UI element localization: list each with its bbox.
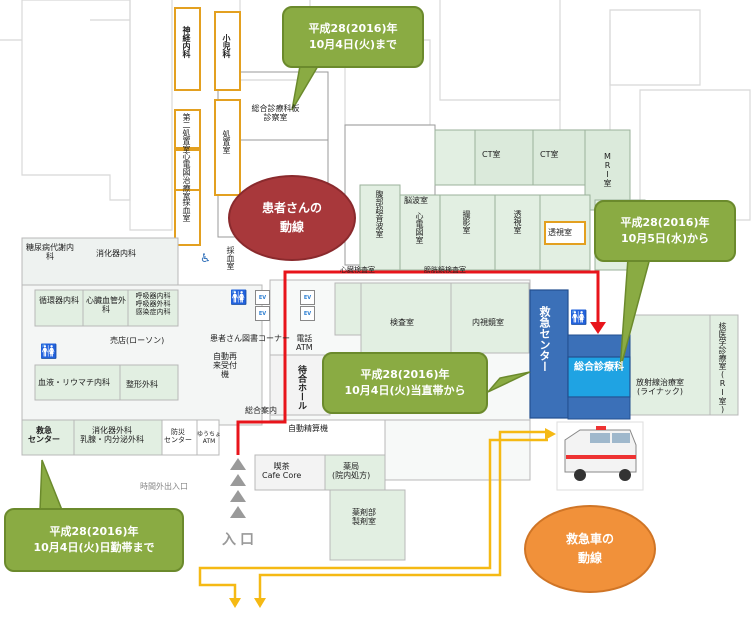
- room-sogo-annai: 総合案内: [245, 406, 277, 415]
- room-shinden-chiryo: 心電図治療室: [182, 152, 191, 200]
- upper-outline: [0, 0, 751, 231]
- room-tounyobyou: 糖尿病代謝内科: [26, 243, 74, 262]
- room-toseki: 透視室: [548, 228, 572, 237]
- room-naishikyo: 内視鏡室: [472, 318, 504, 327]
- room-boukouki-kensa: 膀胱鏡検査室: [424, 266, 466, 274]
- callout-oct4-night: 平成28(2016)年 10月4日(火)当直帯から: [322, 352, 488, 414]
- room-houshasen: 放射線治療室 (ライナック): [636, 378, 684, 397]
- room-satsuei: 撮影室: [462, 210, 471, 234]
- callout-oct4-day: 平成28(2016)年 10月4日(火)日勤帯まで: [4, 508, 184, 572]
- room-jidou-seisan: 自動精算機: [288, 424, 328, 433]
- room-kyuukyuu-center: 救急センター: [538, 306, 551, 372]
- restroom-icon: 🚻: [570, 310, 588, 326]
- room-kanja-tosho: 患者さん図書コーナー: [210, 334, 290, 343]
- room-yakuzaibu: 薬剤部 製剤室: [352, 508, 376, 527]
- room-denwa-atm: 電話 ATM: [296, 334, 313, 353]
- room-jidou-saishin: 自動再来受付機: [213, 352, 237, 380]
- room-shochi: 処置室: [222, 130, 231, 154]
- room-shoukaki-naika: 消化器内科: [96, 249, 136, 258]
- room-cafe: 喫茶 Cafe Core: [262, 462, 302, 481]
- room-shoukaki-geka: 消化器外科 乳腺・内分泌外科: [80, 426, 144, 445]
- elevator-icon: EV: [300, 290, 315, 305]
- patient-route: [236, 270, 606, 455]
- callout-pointers: [39, 65, 651, 511]
- restroom-icon: 🚻: [40, 344, 58, 360]
- room-baiten: 売店(ローソン): [110, 336, 165, 345]
- room-kensa: 検査室: [390, 318, 414, 327]
- room-junkanki-naika: 循環器内科: [39, 296, 79, 305]
- label-jikangai-iriguchi: 時間外出入口: [140, 482, 188, 491]
- callout-from-oct5: 平成28(2016)年 10月5日(水)から: [594, 200, 736, 262]
- room-kokyuuki: 呼吸器内科 呼吸器外科 感染症内科: [135, 292, 171, 317]
- room-dai2-shochi: 第二処置室: [182, 113, 191, 153]
- room-fukubu-choonpa: 腹部超音波室: [375, 190, 384, 238]
- elevator-icon: EV: [255, 290, 270, 305]
- room-yakkyoku: 薬局 (院内処方): [332, 462, 371, 481]
- room-machiai-hall: 待合ホール: [296, 365, 306, 410]
- room-saiketsu-top: 採血室: [182, 198, 191, 222]
- room-nouha: 脳波室: [404, 196, 428, 205]
- legend-ambulance-flow: 救急車の 動線: [524, 505, 656, 593]
- legend-patient-flow: 患者さんの 動線: [228, 175, 356, 261]
- room-saiketsu-mid: 採血室: [226, 246, 235, 270]
- room-shinzou-kensa: 心臓検査室: [340, 266, 375, 274]
- room-bousai-center: 防災 センター: [164, 428, 192, 445]
- room-yuucho-atm: ゆうちょ ATM: [197, 431, 222, 445]
- elevator-icon: EV: [255, 306, 270, 321]
- room-kaku-igaku: 核医学診療室(RI室): [718, 322, 727, 414]
- room-mri: MRI室: [603, 152, 612, 187]
- room-ct-1: CT室: [482, 150, 501, 159]
- room-shinzou-kekkan-geka: 心臓血管外科: [86, 296, 126, 315]
- wheelchair-icon: ♿: [200, 251, 211, 265]
- entrance-arrows: [230, 458, 246, 518]
- room-toushi: 透視室: [513, 210, 522, 234]
- emergency-block: [529, 289, 631, 420]
- room-seikei-geka: 整形外科: [126, 380, 158, 389]
- elevator-icon: EV: [300, 306, 315, 321]
- room-sogo-shinryo-kari: 総合診療科仮診察室: [251, 104, 300, 123]
- callout-until-oct4: 平成28(2016)年 10月4日(火)まで: [282, 6, 424, 68]
- room-ketsueki-rheuma: 血液・リウマチ内科: [38, 378, 110, 387]
- room-sogo-shinryo: 総合診療科: [574, 362, 624, 373]
- upper-green-rooms: [359, 129, 646, 271]
- room-shoni-ka: 小児科: [222, 34, 231, 58]
- room-shinkei-naika: 神経内科: [182, 26, 191, 58]
- label-iriguchi: 入口: [222, 532, 258, 548]
- room-shindenzu: 心電図室: [415, 212, 424, 244]
- ambulance-icon: [556, 421, 644, 491]
- room-ct-2: CT室: [540, 150, 559, 159]
- ambulance-route: [198, 428, 556, 608]
- yellow-rooms: [174, 7, 241, 246]
- restroom-icon: 🚻: [230, 290, 248, 306]
- room-kyuukyuu-bottom: 救急 センター: [28, 426, 60, 445]
